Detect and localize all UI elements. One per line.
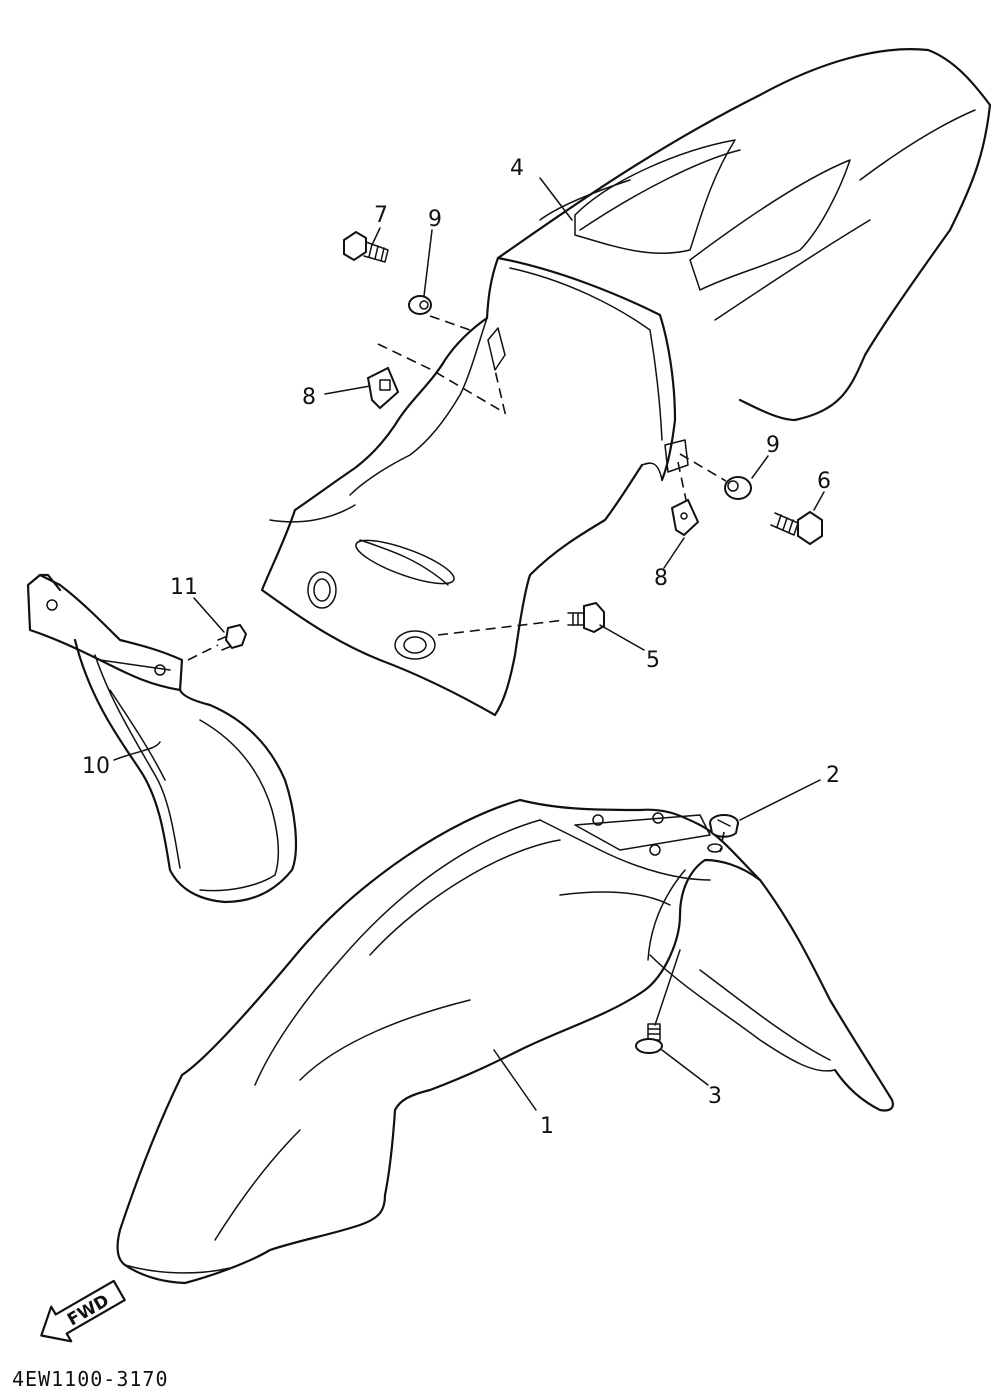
callout-2: 2 — [826, 763, 840, 788]
bolt-6 — [770, 510, 823, 546]
bolt-11 — [217, 623, 248, 651]
forward-arrow-icon: FWD — [40, 1279, 126, 1343]
callout-7: 7 — [374, 203, 388, 228]
screw-3 — [635, 1023, 663, 1054]
nut-8-upper — [366, 366, 400, 410]
callout-8-upper: 8 — [302, 385, 316, 410]
callout-3: 3 — [708, 1084, 722, 1109]
callout-11: 11 — [170, 575, 198, 600]
grommet-9-upper — [408, 295, 432, 315]
callout-6: 6 — [817, 469, 831, 494]
rear-fender — [260, 48, 992, 717]
front-fender — [116, 798, 894, 1285]
callout-4: 4 — [510, 156, 524, 181]
callout-5: 5 — [646, 648, 660, 673]
callout-8-lower: 8 — [654, 566, 668, 591]
nut-8-lower — [670, 498, 700, 537]
assembly-lines — [187, 315, 727, 853]
bolt-5 — [567, 601, 605, 634]
callout-9-upper: 9 — [428, 207, 442, 232]
bolt-7 — [343, 230, 389, 263]
callout-1: 1 — [540, 1114, 554, 1139]
grommet-9-right — [724, 476, 752, 500]
callout-labels: 4 7 9 8 9 6 8 5 11 10 2 3 1 — [82, 156, 840, 1139]
fork-guard — [26, 573, 298, 904]
callout-9-right: 9 — [766, 433, 780, 458]
drawing-code: 4EW1100-3170 — [12, 1367, 169, 1391]
leader-lines — [113, 177, 825, 1111]
screw-2 — [709, 814, 739, 838]
callout-10: 10 — [82, 754, 110, 779]
